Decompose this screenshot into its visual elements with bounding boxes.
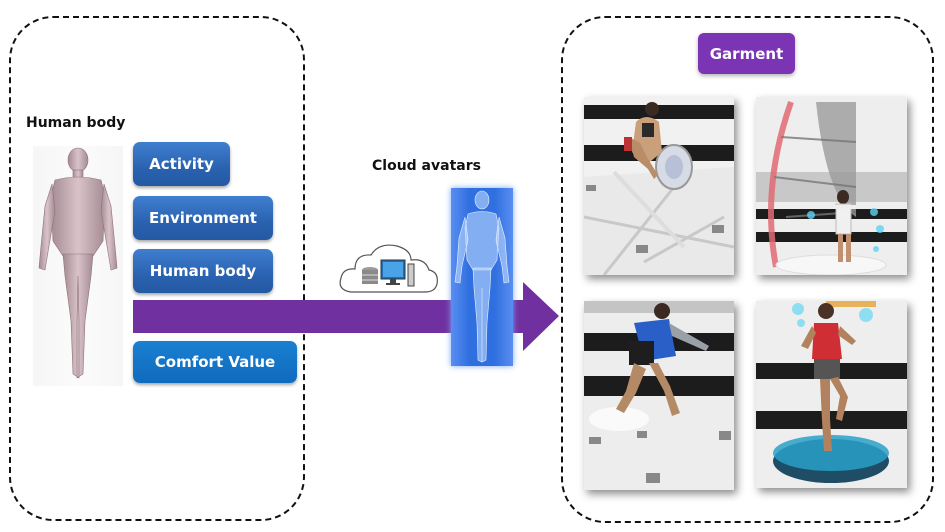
rowing-scene xyxy=(584,97,734,275)
process-arrow xyxy=(133,282,559,351)
running-scene xyxy=(756,301,907,488)
cloud-avatars-heading: Cloud avatars xyxy=(372,158,481,174)
human-body-figure-icon xyxy=(33,146,123,386)
skating-scene xyxy=(584,301,734,490)
windsurfer-avatar xyxy=(806,190,866,262)
rowing-machine xyxy=(586,144,724,253)
arrow-head xyxy=(523,282,559,351)
activity-button[interactable]: Activity xyxy=(133,142,230,186)
skater-avatar xyxy=(616,303,709,416)
digital-avatar-figure xyxy=(451,188,513,366)
human-body-button[interactable]: Human body xyxy=(133,249,273,293)
windsurfing-scene xyxy=(756,97,907,275)
environment-button[interactable]: Environment xyxy=(133,196,273,240)
cloud-server-icon xyxy=(337,238,441,296)
computer-icon xyxy=(380,259,415,287)
arrow-shaft xyxy=(133,300,525,333)
garment-panel xyxy=(561,16,934,523)
comfort-value-button[interactable]: Comfort Value xyxy=(133,341,297,383)
runner-avatar xyxy=(801,303,856,451)
human-body-heading: Human body xyxy=(26,115,126,131)
rower-avatar xyxy=(624,102,662,179)
database-icon xyxy=(362,267,378,284)
garment-label: Garment xyxy=(698,33,795,74)
human-body-panel xyxy=(9,16,305,521)
